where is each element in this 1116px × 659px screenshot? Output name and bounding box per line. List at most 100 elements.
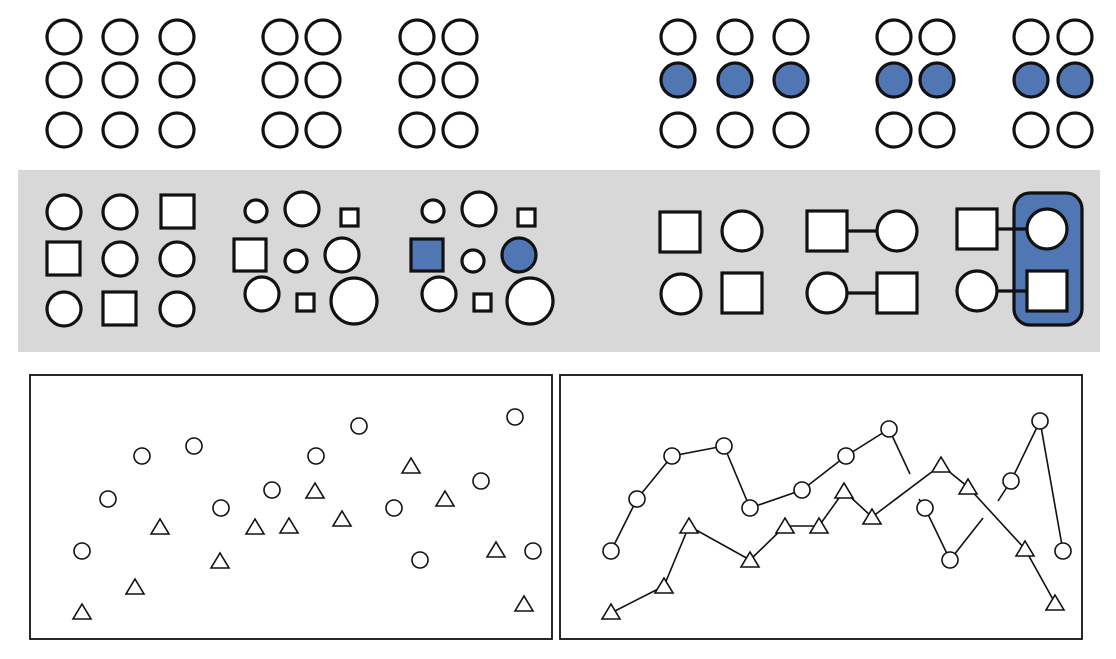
marker-circle — [628, 490, 646, 508]
marker-triangle — [513, 594, 535, 612]
marker-circle — [880, 420, 898, 438]
dot — [918, 18, 956, 56]
panel-proximity-dots-separated — [45, 18, 479, 149]
dot — [45, 111, 83, 149]
dot — [772, 18, 810, 56]
marker-triangle — [149, 517, 171, 535]
dot — [158, 111, 196, 149]
marker-circle — [602, 542, 620, 560]
panel-size-similarity — [232, 190, 379, 326]
dot — [304, 61, 342, 99]
dot — [304, 111, 342, 149]
dot-colored — [875, 61, 913, 99]
marker-triangle — [304, 481, 326, 499]
circle-series-line — [949, 517, 984, 561]
dot — [441, 111, 479, 149]
marker-circle — [741, 499, 759, 517]
dot — [716, 111, 754, 149]
triangle-series-line — [610, 463, 1056, 614]
dot — [1012, 18, 1050, 56]
circle-shape — [158, 240, 196, 278]
marker-circle — [385, 499, 403, 517]
dot — [1012, 111, 1050, 149]
circle-shape — [45, 290, 83, 328]
marker-circle — [350, 417, 368, 435]
marker-circle — [411, 551, 429, 569]
circle-shape — [1025, 207, 1069, 251]
marker-circle — [916, 499, 934, 517]
circle-medium — [323, 236, 361, 274]
square-medium-colored — [409, 237, 445, 273]
dot — [261, 111, 299, 149]
panel-proximity-dots-colored — [659, 18, 1094, 149]
dot — [304, 18, 342, 56]
square-small — [516, 207, 537, 228]
circle-shape — [720, 209, 764, 253]
marker-triangle — [71, 602, 93, 620]
dot-colored — [1056, 61, 1094, 99]
circle-shape — [45, 193, 83, 231]
circle-shape — [158, 290, 196, 328]
circle-small — [420, 198, 446, 224]
dot — [101, 61, 139, 99]
marker-circle — [1054, 542, 1072, 560]
dot — [875, 18, 913, 56]
dot — [659, 111, 697, 149]
marker-circle — [212, 499, 230, 517]
marker-triangle — [833, 481, 855, 499]
circle-medium — [283, 190, 321, 228]
marker-circle — [73, 542, 91, 560]
dot — [45, 18, 83, 56]
dot-colored — [772, 61, 810, 99]
marker-circle — [524, 542, 542, 560]
marker-triangle — [600, 602, 622, 620]
marker-triangle — [485, 540, 507, 558]
marker-triangle — [678, 516, 700, 534]
marker-circle — [185, 437, 203, 455]
dot — [1056, 111, 1094, 149]
marker-triangle — [209, 551, 231, 569]
dot-colored — [716, 61, 754, 99]
marker-triangle — [124, 577, 146, 595]
marker-circle — [133, 447, 151, 465]
dot — [398, 61, 436, 99]
dot — [716, 18, 754, 56]
plot-frame — [29, 374, 553, 640]
marker-triangle — [739, 550, 761, 568]
marker-circle — [1002, 472, 1020, 490]
dot — [261, 18, 299, 56]
square-shape — [1025, 269, 1069, 313]
marker-triangle — [331, 509, 353, 527]
marker-circle — [837, 447, 855, 465]
dot — [918, 111, 956, 149]
marker-triangle — [400, 456, 422, 474]
panel-shape-similarity — [45, 193, 196, 328]
dot — [45, 61, 83, 99]
panel-scatter-points — [29, 374, 553, 640]
square-small — [472, 292, 493, 313]
marker-circle — [941, 551, 959, 569]
dot — [1056, 18, 1094, 56]
square-shape — [955, 207, 999, 251]
circle-small — [283, 248, 309, 274]
square-small — [295, 292, 316, 313]
circle-series-line — [610, 428, 890, 552]
marker-circle — [663, 447, 681, 465]
dot — [772, 111, 810, 149]
dot — [398, 18, 436, 56]
circle-shape — [805, 271, 849, 315]
circle-shape — [101, 240, 139, 278]
marker-triangle — [774, 516, 796, 534]
circle-large — [505, 276, 555, 326]
square-shape — [875, 271, 919, 315]
dot-colored — [918, 61, 956, 99]
panel-connectedness-plain — [658, 209, 764, 316]
dot-colored — [1012, 61, 1050, 99]
dot — [441, 61, 479, 99]
dot — [101, 18, 139, 56]
circle-shape — [101, 193, 139, 231]
gray-band — [18, 170, 1100, 352]
marker-circle — [506, 408, 524, 426]
square-shape — [805, 209, 849, 253]
dot-colored — [659, 61, 697, 99]
